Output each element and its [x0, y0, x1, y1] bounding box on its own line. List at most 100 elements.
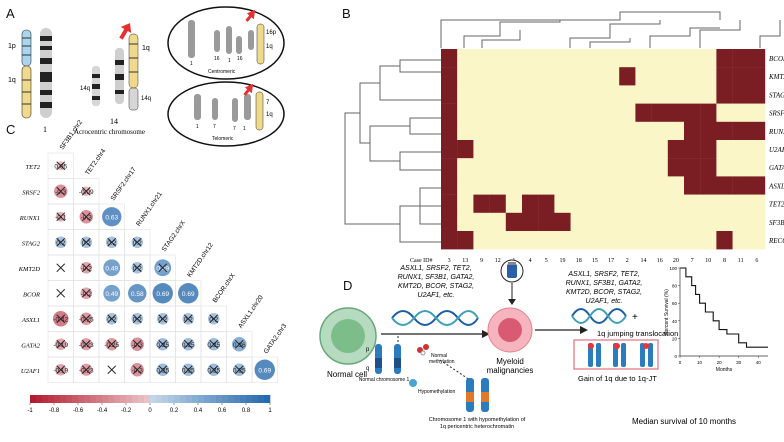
- heatmap-cell: [684, 121, 701, 141]
- heatmap-cell: [489, 121, 506, 141]
- telomeric-example: 7 1 7 1 7 1q Telomeric: [167, 81, 285, 147]
- heatmap-cell: [441, 140, 458, 159]
- heatmap-cell: [522, 140, 539, 159]
- heatmap-cell: [667, 121, 685, 141]
- heatmap-cell: [732, 140, 749, 159]
- heatmap-cell: [684, 231, 701, 250]
- heatmap-cell: [732, 158, 749, 177]
- heatmap-cell: [522, 212, 539, 232]
- colorbar-segment: [36, 395, 43, 403]
- heatmap-cell: [441, 103, 458, 122]
- insignificant-mark: [132, 263, 142, 273]
- corr-value: 0.69: [258, 367, 271, 374]
- heatmap-cell: [684, 140, 701, 159]
- heatmap-cell: [554, 121, 571, 141]
- colorbar-segment: [174, 395, 181, 403]
- corr-value: 0.49: [105, 265, 118, 272]
- red-arrow-icon: [119, 23, 132, 40]
- gain-1q-label: Gain of 1q due to 1q-JT: [578, 374, 657, 383]
- methylation-molecule-icon: Normal methylation Hypomethylation: [409, 344, 455, 395]
- insignificant-mark: [107, 237, 117, 247]
- corr-value: 0.36: [233, 342, 246, 349]
- heatmap-cell: [505, 231, 523, 250]
- heatmap-cell: [748, 194, 766, 213]
- corr-value: 0.2: [184, 316, 193, 323]
- heatmap-cell: [570, 158, 587, 177]
- corr-circle: [103, 259, 121, 277]
- heatmap-cell: [603, 231, 620, 250]
- corr-row-label: BCOR: [23, 291, 40, 298]
- gene-label: SRSF2: [769, 110, 784, 118]
- insignificant-mark: [107, 365, 117, 375]
- heatmap-cell: [748, 103, 766, 122]
- insignificant-mark: [107, 339, 117, 349]
- corr-circle: [152, 283, 173, 304]
- heatmap-cell: [489, 103, 506, 122]
- arm-1q-right-label: 1q: [142, 45, 150, 52]
- heatmap-cell: [570, 194, 587, 213]
- heatmap-cell: [748, 212, 766, 232]
- drug-vial-icon: [500, 259, 524, 305]
- insignificant-mark: [56, 339, 66, 349]
- heatmap-cell: [651, 176, 668, 195]
- colorbar-segment: [246, 395, 253, 403]
- heatmap-cell: [522, 103, 539, 122]
- colorbar-segment: [156, 395, 163, 403]
- heatmap-cell: [441, 85, 458, 104]
- insignificant-mark: [81, 365, 91, 375]
- heatmap-cell: [554, 158, 571, 177]
- gene-label: RECQL4: [768, 237, 784, 245]
- gene-label: ASXL1: [768, 182, 784, 190]
- insignificant-mark: [56, 212, 66, 222]
- gene-label: BCOR: [769, 55, 784, 63]
- heatmap-cell: [667, 158, 685, 177]
- y-axis-label: Percent Survival (%): [664, 289, 670, 335]
- centromeric-label-6: 1q: [266, 44, 273, 50]
- corr-value: 0.2: [133, 265, 142, 272]
- telomeric-label-4: 1: [243, 126, 246, 132]
- progression-arrowhead-icon: [482, 330, 490, 338]
- colorbar-segment: [216, 395, 223, 403]
- colorbar-tick-label: -1: [27, 408, 33, 414]
- chr1-karyotype: 1: [40, 28, 52, 134]
- heatmap-cell: [700, 121, 717, 141]
- heatmap-cell: [554, 231, 571, 250]
- colorbar-segment: [222, 395, 229, 403]
- case-id-label: Case ID#: [410, 258, 433, 264]
- corr-value: 0.25: [156, 342, 169, 349]
- heatmap-cell: [570, 212, 587, 232]
- centromeric-label-5: 16p: [266, 30, 277, 36]
- heatmap-cell: [457, 121, 474, 141]
- heatmap-cell: [603, 103, 620, 122]
- colorbar-segment: [42, 395, 49, 403]
- hypo-caption-2: 1q pericentric heterochromatin: [440, 424, 514, 430]
- colorbar-segment: [162, 395, 169, 403]
- heatmap-cell: [538, 67, 555, 86]
- heatmap-cell: [538, 231, 555, 250]
- colorbar-tick-label: -0.6: [73, 408, 84, 414]
- heatmap-cell: [684, 194, 701, 213]
- heatmap-cell: [489, 194, 506, 213]
- heatmap-cell: [489, 158, 506, 177]
- heatmap-cell: [748, 231, 766, 250]
- case-label: 10: [705, 258, 711, 264]
- heatmap-cell: [570, 85, 587, 104]
- insignificant-mark: [81, 263, 91, 273]
- heatmap-cell: [570, 140, 587, 159]
- heatmap-cell: [619, 49, 636, 68]
- corr-value: 0.2: [82, 240, 91, 247]
- arm-1q-label: 1q: [8, 77, 16, 84]
- insignificant-mark: [81, 237, 91, 247]
- heatmap-cell: [667, 49, 685, 68]
- colorbar-segment: [48, 395, 55, 403]
- corr-value: -0.42: [53, 316, 68, 323]
- heatmap-cell: [684, 158, 701, 177]
- case-label: 13: [462, 258, 468, 264]
- arm-p-label: p: [366, 347, 370, 353]
- jumping-translocation-label: 1q jumping translocation: [597, 329, 678, 338]
- corr-value: 0.25: [207, 342, 220, 349]
- colorbar-segment: [30, 395, 37, 403]
- case-label: 7: [691, 258, 694, 264]
- heatmap-cell: [684, 176, 701, 195]
- heatmap-cell: [619, 176, 636, 195]
